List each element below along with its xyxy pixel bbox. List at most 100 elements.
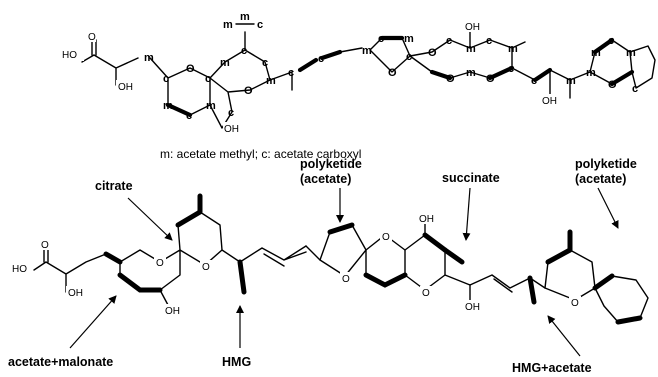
top-o-label: O xyxy=(446,73,455,85)
top-thf-ring xyxy=(369,37,411,73)
top-c-label: c xyxy=(406,51,412,63)
label-acetate-malonate: acetate+malonate xyxy=(8,355,113,369)
bottom-diene-end xyxy=(305,245,321,261)
bottom-ring-4-methyl xyxy=(442,247,465,265)
top-ring-wedges xyxy=(429,65,515,81)
top-oh-label-2: OH xyxy=(224,124,239,135)
top-chain-2-wedge xyxy=(532,67,553,83)
bottom-ring-4-wedge xyxy=(422,232,448,253)
top-m-label: m xyxy=(163,100,173,112)
top-o-label: O xyxy=(388,67,397,79)
top-m-label: m xyxy=(240,11,250,23)
top-o-label: O xyxy=(428,47,437,59)
top-diene xyxy=(339,47,363,53)
top-oh-label-3: OH xyxy=(465,22,480,33)
annotations: citrate polyketide (acetate) succinate p… xyxy=(8,157,637,375)
bottom-o-label: O xyxy=(342,274,350,285)
top-c-label: c xyxy=(186,110,192,122)
bottom-o-label: O xyxy=(202,262,210,273)
top-ring-2-top xyxy=(235,23,255,51)
top-c-label: c xyxy=(446,35,452,47)
bottom-oh-label-4: OH xyxy=(465,302,480,313)
bottom-ring-1-oh xyxy=(159,289,169,306)
top-c-label: c xyxy=(205,73,211,85)
bottom-o-label: O xyxy=(382,232,390,243)
bottom-carbonyl-bond xyxy=(43,247,49,263)
top-m-label: m xyxy=(626,47,636,59)
arrow-succinate xyxy=(462,187,471,241)
bottom-ring-3-wedges xyxy=(363,272,408,288)
top-carbonyl-o-label: O xyxy=(88,32,96,43)
top-m-label: m xyxy=(206,100,216,112)
bottom-cyclohexane xyxy=(594,275,649,323)
top-linker xyxy=(269,71,293,91)
top-m-label: m xyxy=(466,43,476,55)
bottom-ho-label: HO xyxy=(12,264,27,275)
legend-caption: m: acetate methyl; c: acetate carboxyl xyxy=(160,147,361,161)
top-m-label: m xyxy=(266,75,276,87)
top-c-label: c xyxy=(241,45,247,57)
label-polyketide-2: polyketide xyxy=(575,157,637,171)
top-c-label: c xyxy=(632,83,638,95)
top-m-label: m xyxy=(508,43,518,55)
top-m-label: m xyxy=(220,57,230,69)
top-c-label: c xyxy=(228,107,234,119)
top-c-label: c xyxy=(508,63,514,75)
top-c-label: c xyxy=(531,75,537,87)
top-ho-label: HO xyxy=(62,50,77,61)
bottom-chain-methyl xyxy=(527,275,537,305)
arrow-acetate-malonate xyxy=(69,295,117,349)
bottom-ring-1-wedges xyxy=(103,251,163,293)
bottom-o-label: O xyxy=(156,258,164,269)
top-m-label: m xyxy=(591,47,601,59)
top-m-label: m xyxy=(566,75,576,87)
bottom-oh-label-2: OH xyxy=(165,306,180,317)
top-chain-2-sub xyxy=(549,69,571,99)
top-oh-label-4: OH xyxy=(542,96,557,107)
bottom-cyclohexane-wedges xyxy=(592,273,643,325)
bottom-o-label: O xyxy=(571,298,579,309)
top-ring-5-wedges xyxy=(592,37,635,87)
bottom-chain-sub xyxy=(469,278,513,301)
label-polyketide-2-sub: (acetate) xyxy=(575,172,626,186)
top-m-label: m xyxy=(144,52,154,64)
top-c-label: c xyxy=(163,73,169,85)
top-o-label: O xyxy=(608,79,617,91)
bottom-thf-wedge xyxy=(327,222,355,235)
top-carbonyl-bond xyxy=(91,39,97,56)
top-c-label: c xyxy=(262,57,268,69)
top-o-label: O xyxy=(486,73,495,85)
top-ring-1-wedge xyxy=(165,102,193,118)
bottom-methyl-wedge xyxy=(237,259,247,295)
top-c-label: c xyxy=(486,35,492,47)
label-citrate: citrate xyxy=(95,179,133,193)
top-c-label: c xyxy=(288,67,294,79)
top-m-label: m xyxy=(223,19,233,31)
top-c-label: c xyxy=(318,53,324,65)
arrow-citrate xyxy=(127,197,173,241)
arrow-polyketide-2 xyxy=(597,187,619,229)
top-ring-2 xyxy=(209,49,271,129)
bottom-oh-label-1: OH xyxy=(68,288,83,299)
bottom-atom-labels: HO O OH O OH O O O O OH OH O xyxy=(10,212,581,317)
skeletal-structure: HO O OH O OH O O O O OH OH O xyxy=(10,193,649,325)
top-ring-3-4 xyxy=(409,39,513,79)
bottom-diene xyxy=(239,245,307,267)
label-polyketide-1: polyketide xyxy=(300,157,362,171)
top-m-label: m xyxy=(404,33,414,45)
bottom-carbonyl-o-label: O xyxy=(41,240,49,251)
top-c-label: c xyxy=(378,33,384,45)
bottom-oh-label-3: OH xyxy=(419,214,434,225)
top-oh-label-1: OH xyxy=(118,82,133,93)
bottom-ring-2-exit xyxy=(221,249,241,263)
top-m-label: m xyxy=(362,45,372,57)
top-c-label: c xyxy=(608,35,614,47)
top-atom-labels: HO O OH m c O c m c m m c m m c c O m c … xyxy=(60,11,638,135)
label-succinate: succinate xyxy=(442,171,500,185)
bottom-ring-2-wedges xyxy=(175,193,203,228)
top-ring-1 xyxy=(149,57,211,116)
label-polyketide-1-sub: (acetate) xyxy=(300,172,351,186)
arrow-hmg-acetate xyxy=(547,315,581,357)
top-oh-bond xyxy=(469,29,526,49)
